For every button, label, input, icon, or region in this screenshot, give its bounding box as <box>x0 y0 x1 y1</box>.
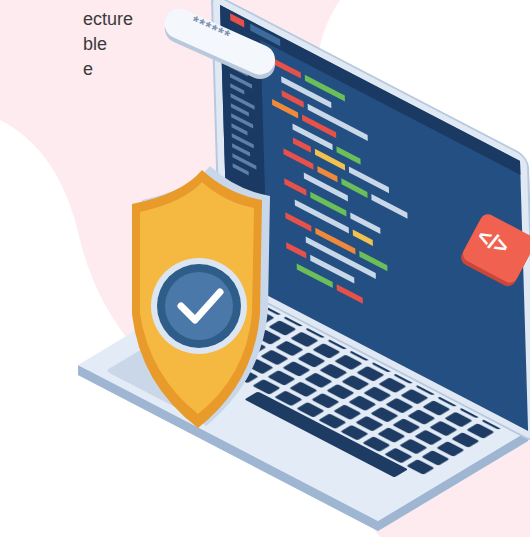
cropped-text: e <box>83 58 93 80</box>
security-shield <box>132 166 270 428</box>
cropped-text: ecture <box>83 8 133 30</box>
code-tag-badge <box>458 211 530 289</box>
password-bubble <box>158 4 281 84</box>
cropped-text: ble <box>83 33 107 55</box>
